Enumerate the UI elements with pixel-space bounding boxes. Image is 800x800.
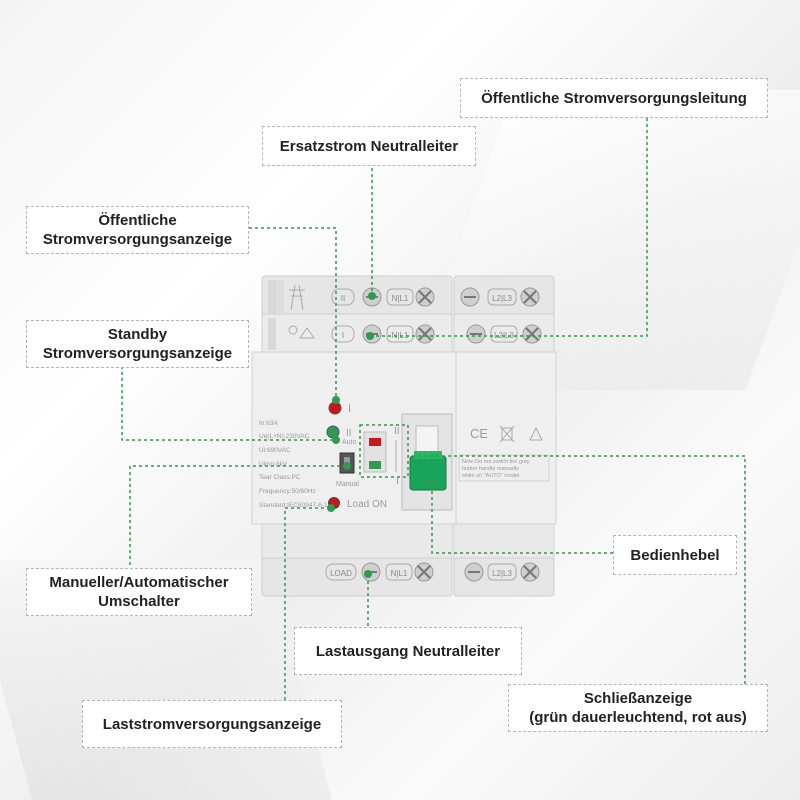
operating-lever[interactable] [401,413,453,511]
callout-text: Laststromversorgungsanzeige [102,715,322,733]
callout-backup-neutral: Ersatzstrom Neutralleiter [262,126,476,166]
ce-mark: CE [470,426,488,441]
terminal-label-standby: II [341,294,345,303]
callout-public-indicator: Öffentliche Stromversorgungsanzeige [26,206,249,254]
callout-text: Öffentliche [98,212,177,229]
callout-text: Schließanzeige [583,690,693,707]
callout-text: Lastausgang Neutralleiter [315,642,501,660]
callout-text: Umschalter [98,593,180,610]
callout-text: Standby [107,326,168,343]
callout-text: (grün dauerleuchtend, rot aus) [529,709,747,726]
callout-load-indicator: Laststromversorgungsanzeige [82,700,342,748]
spec-line: Ue(L+N):230VAC [259,433,310,440]
note-line: Note:Do not switch the grey [462,459,530,465]
spec-line: Tear Class:PC [259,474,301,481]
terminal-label-neutral: N|L1 [392,294,409,303]
switch-pos-I: I [396,476,399,487]
callout-closing-indicator: Schließanzeige (grün dauerleuchtend, rot… [508,684,768,732]
callout-text: Öffentliche Stromversorgungsleitung [481,89,747,107]
callout-text: Ersatzstrom Neutralleiter [279,137,459,155]
callout-text: Bedienhebel [630,546,720,564]
manual-label: Manual [336,481,359,488]
terminal-label-phase: L2|L3 [492,294,512,303]
spec-line: In:63A [259,420,278,427]
indicator-panel: I II Auto Manual Load ON II I [326,401,400,510]
weee-bin-icon [499,425,515,443]
leader-dots [327,292,436,578]
closing-indicator-green [369,461,381,469]
spec-line: Uimp:8kV [259,461,288,468]
callout-load-neutral: Lastausgang Neutralleiter [294,627,522,675]
tower-icon [289,284,305,311]
generator-icon [288,325,315,339]
note-line: button handle manually [462,466,519,472]
callout-text: Stromversorgungsanzeige [42,231,233,248]
indicator-label-I: I [348,403,351,415]
switch-pos-II: II [394,426,400,437]
spec-line: Ui:690VAC [259,447,291,454]
terminal-label-neutral: N|L1 [391,569,408,578]
spec-line: Frequency:50/60Hz [259,488,316,495]
leader-lines [121,118,746,700]
right-panel-marks: CE Note:Do not switch the grey button ha… [458,425,550,482]
note-line: while on "AUTO" model. [461,473,521,479]
terminal-row-standby: II N|L1 L2|L3 [289,284,540,311]
callout-standby-indicator: Standby Stromversorgungsanzeige [26,320,249,368]
load-on-label: Load ON [347,499,387,510]
closing-indicator-highlight [359,424,409,478]
callout-text: Stromversorgungsanzeige [42,345,233,362]
terminal-label-load: LOAD [330,569,352,578]
terminal-label-public: I [342,331,344,340]
recycle-icon [529,426,543,441]
indicator-label-II: II [346,428,352,439]
callout-text: Manueller/Automatischer [49,574,229,591]
callout-public-line: Öffentliche Stromversorgungsleitung [460,78,768,118]
ats-device [251,275,557,597]
callout-lever: Bedienhebel [613,535,737,575]
spec-line: Standard:IEC60947-6-1 [259,502,328,509]
auto-label: Auto [342,439,357,446]
terminal-label-phase: L2|L3 [492,569,512,578]
closing-indicator-red [369,438,381,446]
spec-list: In:63A Ue(L+N):230VAC Ui:690VAC Uimp:8kV… [259,420,328,509]
callout-switch-mode: Manueller/Automatischer Umschalter [26,568,252,616]
